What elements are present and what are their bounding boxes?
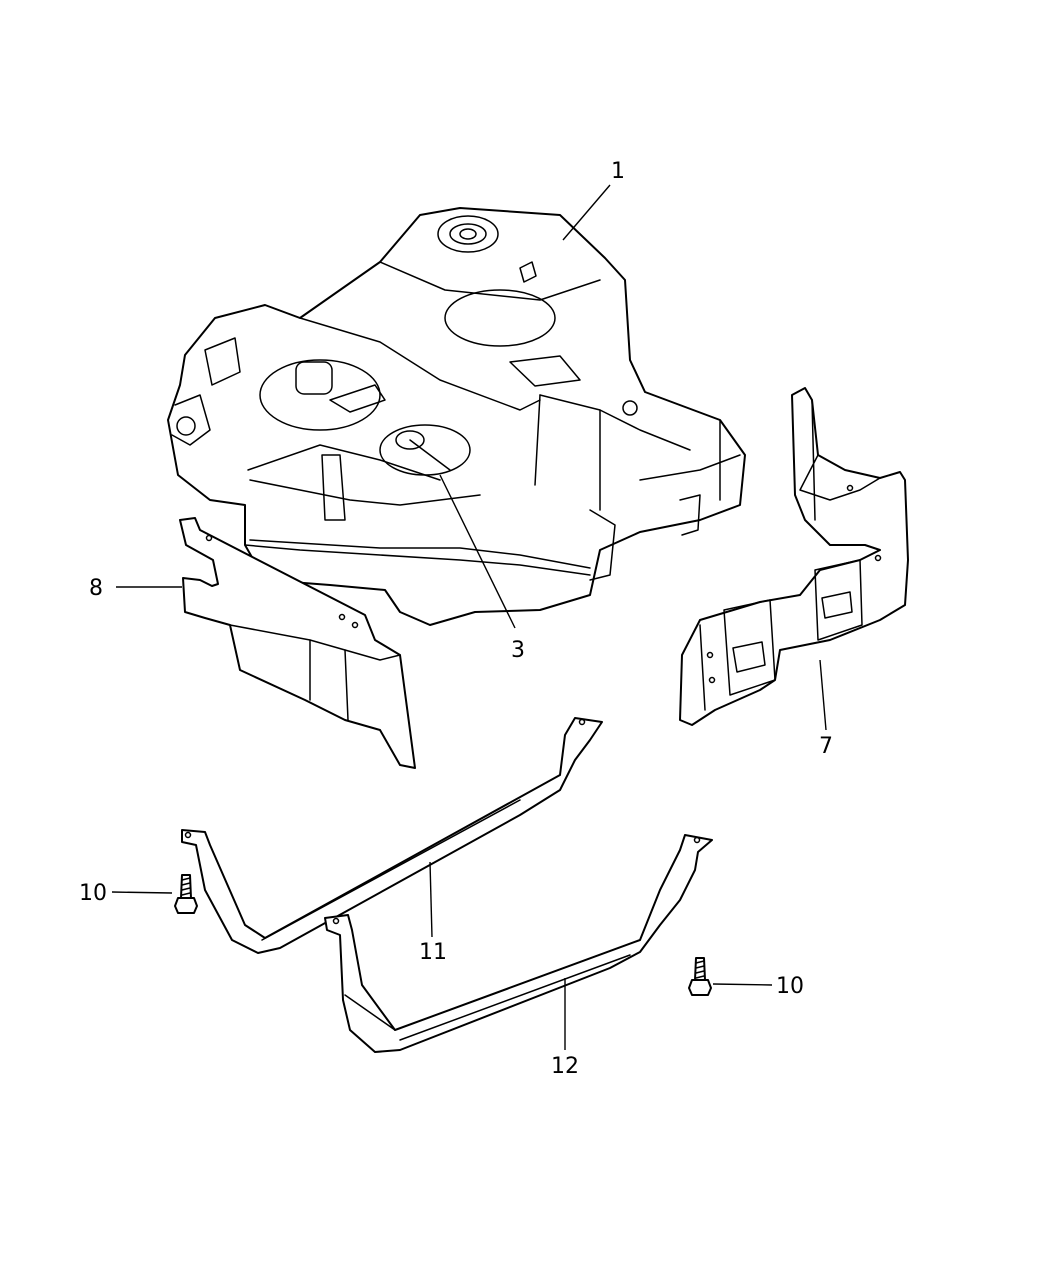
callout-11: 11 [419, 940, 447, 965]
bolt-part-10-left [174, 874, 198, 914]
callout-8: 8 [89, 576, 103, 601]
callout-12: 12 [551, 1054, 579, 1079]
callout-1: 1 [611, 159, 625, 184]
tank-strap-part-12 [324, 834, 713, 1053]
heat-shield-part-7 [679, 387, 909, 726]
leader-line-3 [439, 474, 516, 629]
leader-line-7 [819, 659, 827, 731]
fuel-tank-part-1 [167, 207, 746, 626]
callout-3: 3 [511, 638, 525, 663]
leader-line-1 [562, 184, 611, 241]
bolt-part-10-right [688, 957, 712, 996]
callout-7: 7 [819, 734, 833, 759]
leader-line-10-right [712, 983, 773, 986]
callout-10-right: 10 [776, 974, 804, 999]
callout-10-left: 10 [79, 881, 107, 906]
tank-strap-part-11 [181, 717, 603, 954]
heat-shield-part-8 [179, 517, 416, 769]
leader-line-10-left [111, 891, 173, 894]
leader-line-11 [429, 861, 433, 938]
